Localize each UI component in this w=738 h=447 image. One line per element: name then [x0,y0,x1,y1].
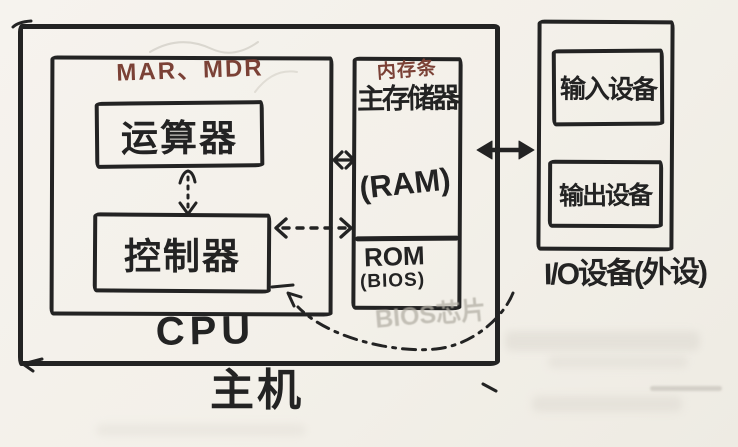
host-box [18,24,500,366]
input-device-label: 输入设备 [559,73,657,105]
stray-dash [481,382,498,393]
bleed-through-smudge [548,356,688,368]
rom-sub-label: (BIOS) [359,269,426,293]
bleed-through-smudge [96,424,306,436]
alu-label: 运算器 [120,117,239,159]
bleed-through-smudge [532,396,682,412]
mar-mdr-annotation: MAR、MDR [115,54,265,87]
host-label: 主机 [210,366,304,415]
control-unit-label: 控制器 [123,235,241,278]
output-device-box: 输出设备 [547,159,664,229]
cpu-label: CPU [155,308,256,354]
bleed-through-smudge [650,386,722,391]
memory-title: 主存储器 [356,82,458,115]
control-unit-box: 控制器 [92,212,272,294]
alu-box: 运算器 [94,100,265,169]
io-caption: I/O设备(外设) [543,255,707,292]
output-device-label: 输出设备 [559,181,652,211]
rom-label: ROM [363,240,426,273]
input-device-box: 输入设备 [551,48,665,127]
bleed-through-smudge [505,331,700,351]
